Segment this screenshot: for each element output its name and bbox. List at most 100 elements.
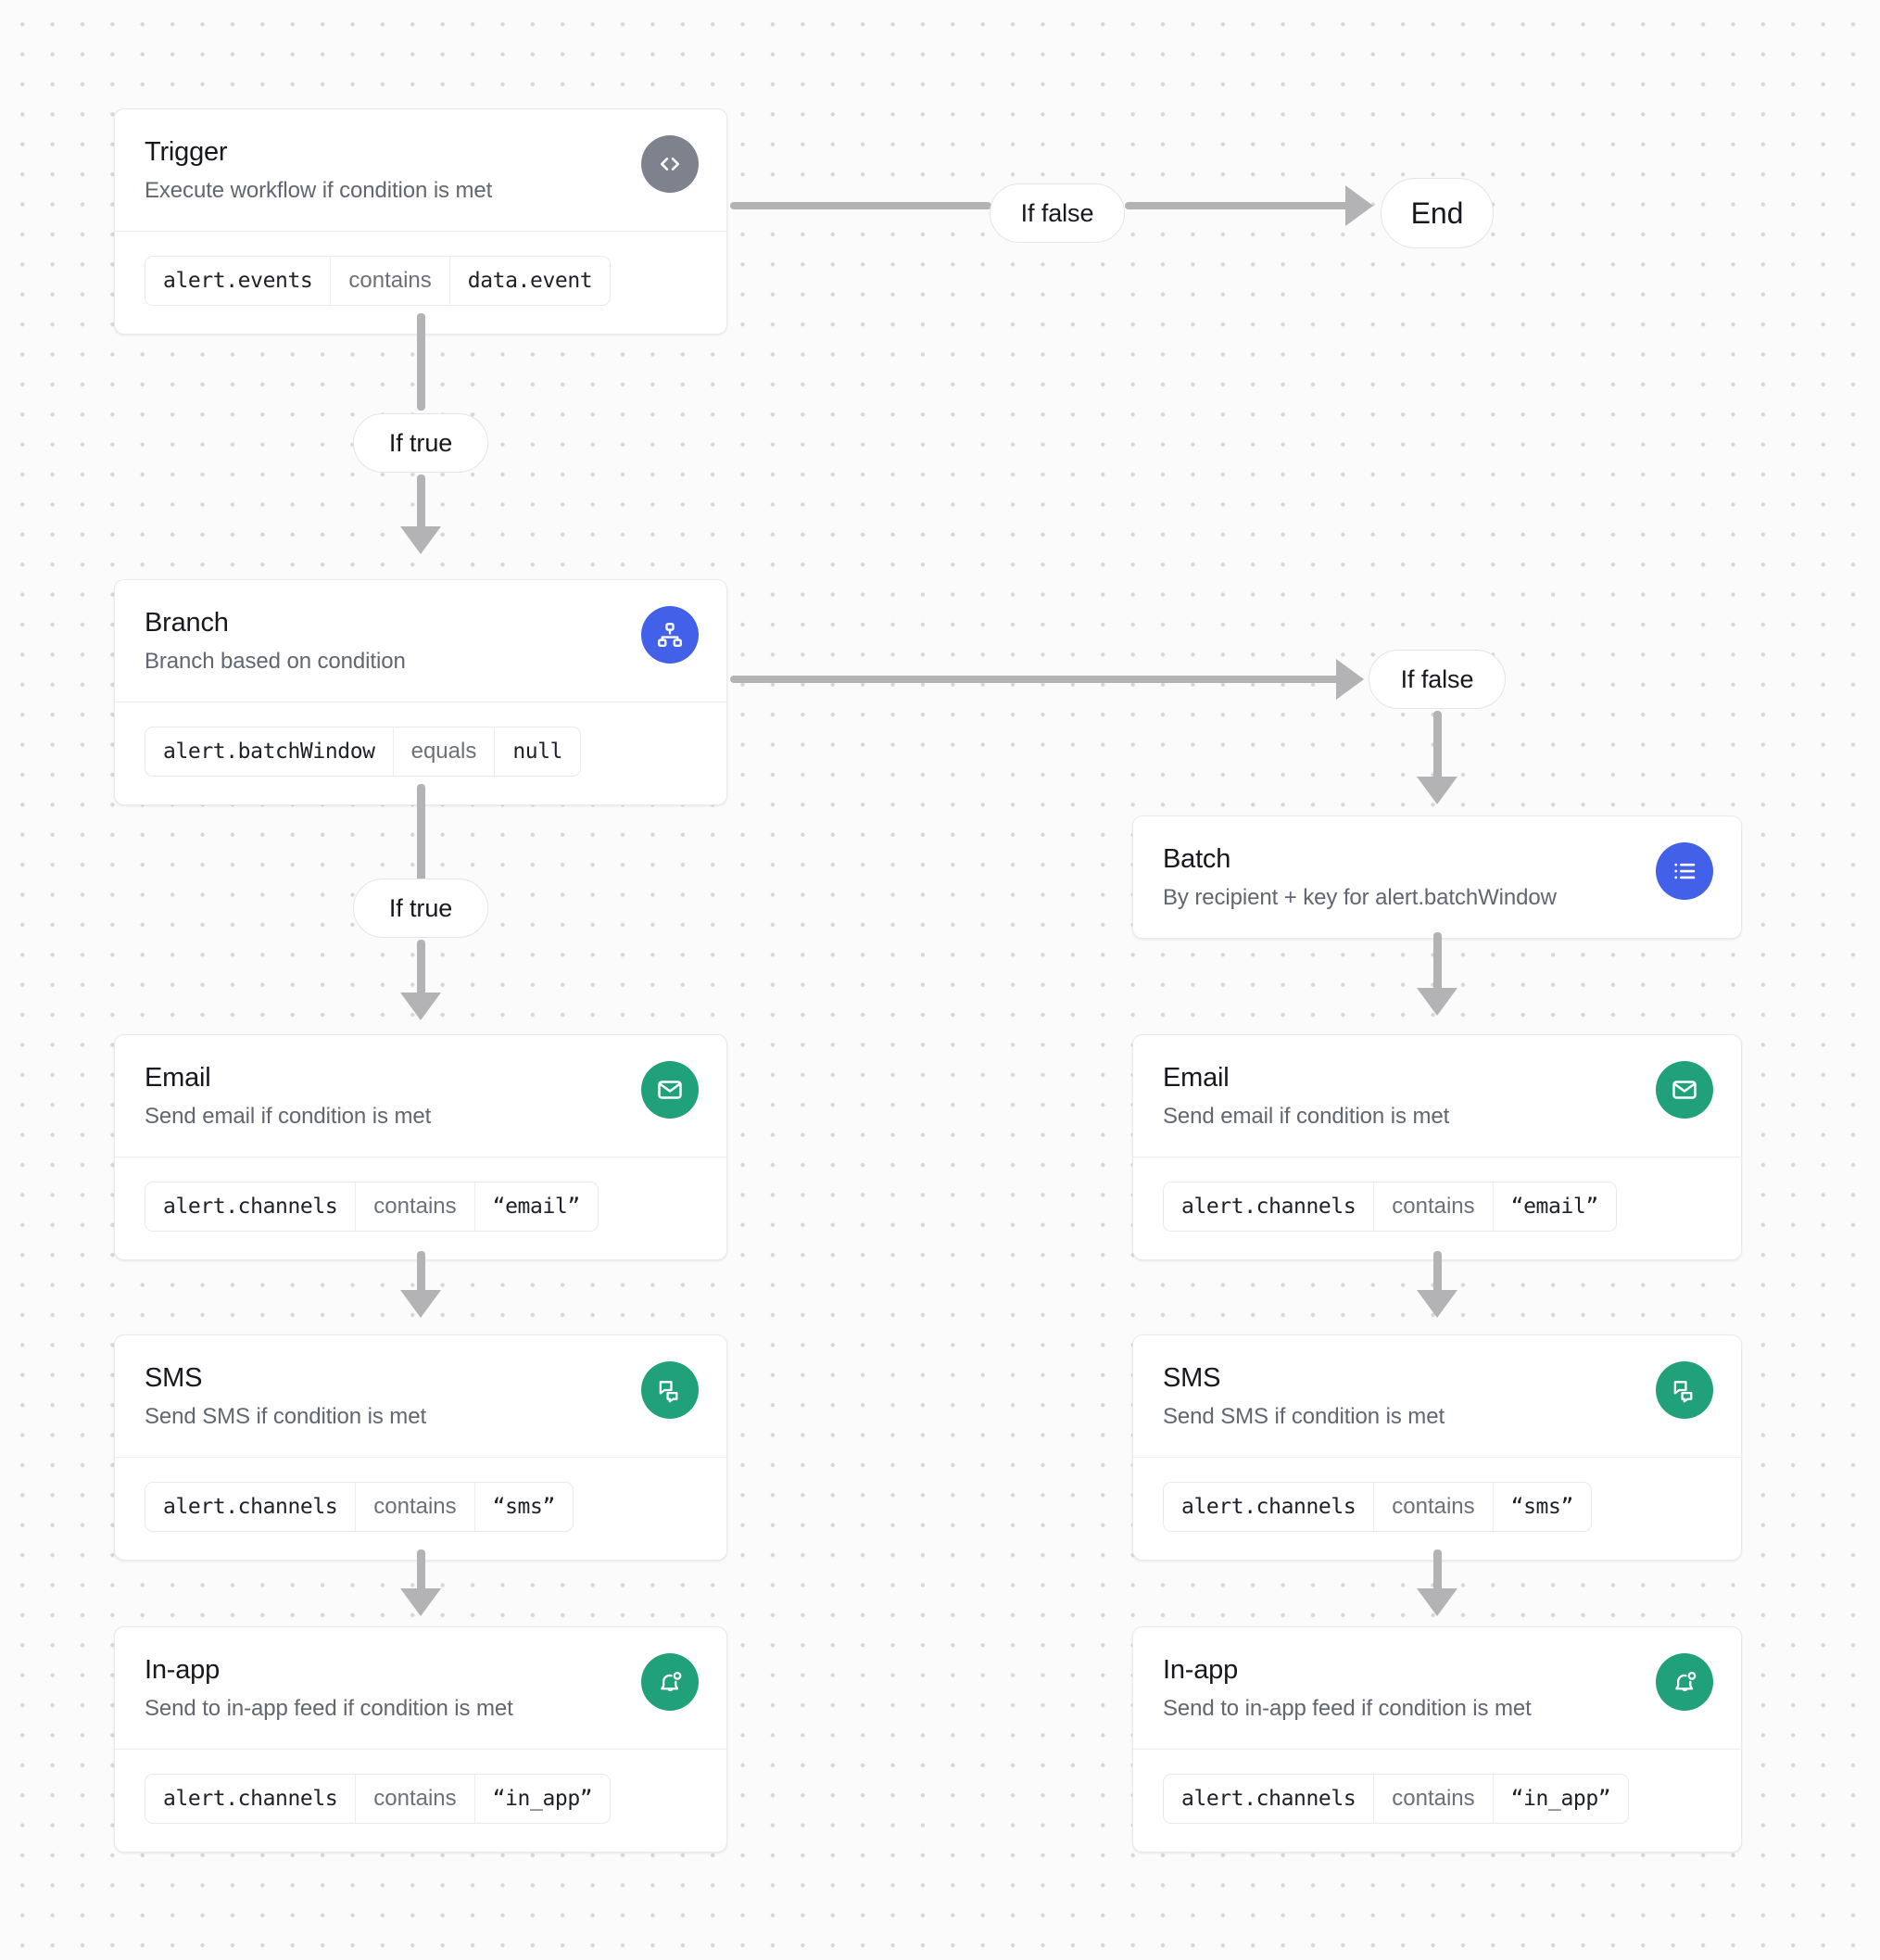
sms-left-card-header: SMS Send SMS if condition is met xyxy=(115,1335,726,1457)
sms-right-divider xyxy=(1133,1457,1741,1459)
email-right-condition-value: “email” xyxy=(1510,1195,1599,1220)
sms-right-card-header: SMS Send SMS if condition is met xyxy=(1133,1335,1741,1457)
connector-sms-right-to-inapp xyxy=(1433,1549,1442,1596)
trigger-condition-operator: contains xyxy=(330,257,450,306)
email-left-condition-value: “email” xyxy=(492,1195,581,1220)
node-card-inapp-right[interactable]: In-app Send to in-app feed if condition … xyxy=(1132,1626,1742,1853)
email-right-card-footer: alert.channels contains “email” xyxy=(1133,1157,1741,1259)
inapp-left-subtitle: Send to in-app feed if condition is met xyxy=(145,1696,513,1722)
code-brackets-icon xyxy=(641,135,699,193)
email-left-condition-chip[interactable]: alert.channels contains “email” xyxy=(145,1182,599,1233)
trigger-divider xyxy=(115,231,726,233)
branch-condition-value: null xyxy=(512,740,563,765)
chat-bubbles-icon xyxy=(1656,1361,1713,1419)
node-card-sms-left[interactable]: SMS Send SMS if condition is met alert.c… xyxy=(114,1334,727,1562)
sms-left-condition-operator: contains xyxy=(355,1483,475,1532)
inapp-right-card-footer: alert.channels contains “in_app” xyxy=(1133,1750,1741,1852)
branch-condition-field: alert.batchWindow xyxy=(163,740,375,765)
arrowhead-email-left-to-sms xyxy=(400,1290,441,1318)
connector-iffalse-to-end xyxy=(1125,202,1351,209)
pill-end[interactable]: End xyxy=(1381,178,1494,248)
branch-title: Branch xyxy=(145,608,229,638)
email-right-title: Email xyxy=(1163,1063,1230,1093)
arrowhead-batch-to-email xyxy=(1417,988,1457,1016)
node-card-email-left[interactable]: Email Send email if condition is met ale… xyxy=(114,1034,727,1261)
connector-iftrue-to-branch xyxy=(417,474,425,532)
arrowhead-to-email-left xyxy=(400,993,441,1020)
batch-card-header: Batch By recipient + key for alert.batch… xyxy=(1133,816,1741,938)
sms-left-subtitle: Send SMS if condition is met xyxy=(145,1404,427,1430)
trigger-condition-value: data.event xyxy=(467,269,593,294)
arrowhead-sms-right-to-inapp xyxy=(1417,1588,1457,1616)
trigger-card-footer: alert.events contains data.event xyxy=(115,232,726,334)
sms-right-condition-field: alert.channels xyxy=(1181,1495,1356,1520)
email-left-condition-operator: contains xyxy=(355,1182,475,1232)
sms-right-condition-operator: contains xyxy=(1373,1483,1494,1532)
email-left-title: Email xyxy=(145,1063,211,1093)
node-card-email-right[interactable]: Email Send email if condition is met ale… xyxy=(1132,1034,1742,1261)
connector-email-left-to-sms xyxy=(417,1251,425,1297)
connector-trigger-down xyxy=(417,313,425,411)
connector-branch-to-iffalse xyxy=(730,676,1342,683)
inapp-right-subtitle: Send to in-app feed if condition is met xyxy=(1163,1696,1532,1722)
arrowhead-to-batch xyxy=(1417,777,1457,804)
arrowhead-email-right-to-sms xyxy=(1417,1290,1457,1318)
branch-condition-chip[interactable]: alert.batchWindow equals null xyxy=(145,727,582,778)
connector-iffalse-to-batch xyxy=(1433,711,1442,781)
email-right-condition-chip[interactable]: alert.channels contains “email” xyxy=(1163,1182,1617,1233)
list-icon xyxy=(1656,842,1713,900)
node-card-sms-right[interactable]: SMS Send SMS if condition is met alert.c… xyxy=(1132,1334,1742,1562)
trigger-condition-field: alert.events xyxy=(163,269,313,294)
arrowhead-sms-left-to-inapp xyxy=(400,1588,441,1616)
trigger-condition-chip[interactable]: alert.events contains data.event xyxy=(145,256,612,307)
trigger-title: Trigger xyxy=(145,137,228,167)
sms-left-card-footer: alert.channels contains “sms” xyxy=(115,1458,726,1560)
sms-left-divider xyxy=(115,1457,726,1459)
email-left-card-footer: alert.channels contains “email” xyxy=(115,1157,726,1259)
inapp-left-card-header: In-app Send to in-app feed if condition … xyxy=(115,1627,726,1749)
pill-branch-if-false[interactable]: If false xyxy=(1369,650,1506,709)
sms-right-condition-chip[interactable]: alert.channels contains “sms” xyxy=(1163,1482,1592,1533)
bell-notification-icon xyxy=(641,1653,699,1711)
trigger-card-header: Trigger Execute workflow if condition is… xyxy=(115,109,726,231)
email-right-condition-operator: contains xyxy=(1373,1182,1494,1232)
sms-right-subtitle: Send SMS if condition is met xyxy=(1163,1404,1445,1430)
inapp-right-condition-chip[interactable]: alert.channels contains “in_app” xyxy=(1163,1774,1630,1825)
connector-sms-left-to-inapp xyxy=(417,1549,425,1596)
node-card-trigger[interactable]: Trigger Execute workflow if condition is… xyxy=(114,108,727,335)
pill-branch-if-true[interactable]: If true xyxy=(353,879,488,938)
hierarchy-icon xyxy=(641,606,699,664)
pill-trigger-if-true[interactable]: If true xyxy=(353,413,488,473)
node-card-batch[interactable]: Batch By recipient + key for alert.batch… xyxy=(1132,816,1742,940)
inapp-left-condition-chip[interactable]: alert.channels contains “in_app” xyxy=(145,1774,612,1825)
inapp-right-condition-value: “in_app” xyxy=(1510,1787,1611,1812)
pill-trigger-if-false[interactable]: If false xyxy=(990,183,1125,243)
inapp-right-card-header: In-app Send to in-app feed if condition … xyxy=(1133,1627,1741,1749)
email-left-card-header: Email Send email if condition is met xyxy=(115,1035,726,1157)
connector-branch-down xyxy=(417,784,425,886)
batch-subtitle: By recipient + key for alert.batchWindow xyxy=(1163,885,1557,911)
sms-right-title: SMS xyxy=(1163,1363,1221,1393)
email-right-card-header: Email Send email if condition is met xyxy=(1133,1035,1741,1157)
email-left-subtitle: Send email if condition is met xyxy=(145,1104,432,1130)
inapp-right-title: In-app xyxy=(1163,1655,1239,1685)
inapp-right-condition-field: alert.channels xyxy=(1181,1787,1356,1812)
sms-left-condition-chip[interactable]: alert.channels contains “sms” xyxy=(145,1482,574,1533)
sms-right-condition-value: “sms” xyxy=(1510,1495,1574,1520)
branch-card-header: Branch Branch based on condition xyxy=(115,580,726,702)
sms-left-title: SMS xyxy=(145,1363,203,1393)
envelope-icon xyxy=(1656,1061,1713,1119)
inapp-left-title: In-app xyxy=(145,1655,221,1685)
batch-title: Batch xyxy=(1163,844,1231,874)
connector-email-right-to-sms xyxy=(1433,1251,1442,1297)
inapp-left-condition-value: “in_app” xyxy=(492,1787,593,1812)
arrowhead-branch-to-iffalse xyxy=(1336,659,1364,700)
arrowhead-to-end xyxy=(1345,185,1373,226)
arrowhead-to-branch xyxy=(400,526,441,554)
node-card-inapp-left[interactable]: In-app Send to in-app feed if condition … xyxy=(114,1626,727,1853)
node-card-branch[interactable]: Branch Branch based on condition alert.b… xyxy=(114,579,727,806)
sms-left-condition-value: “sms” xyxy=(492,1495,556,1520)
connector-batch-to-email xyxy=(1433,932,1442,993)
email-left-condition-field: alert.channels xyxy=(163,1195,338,1220)
